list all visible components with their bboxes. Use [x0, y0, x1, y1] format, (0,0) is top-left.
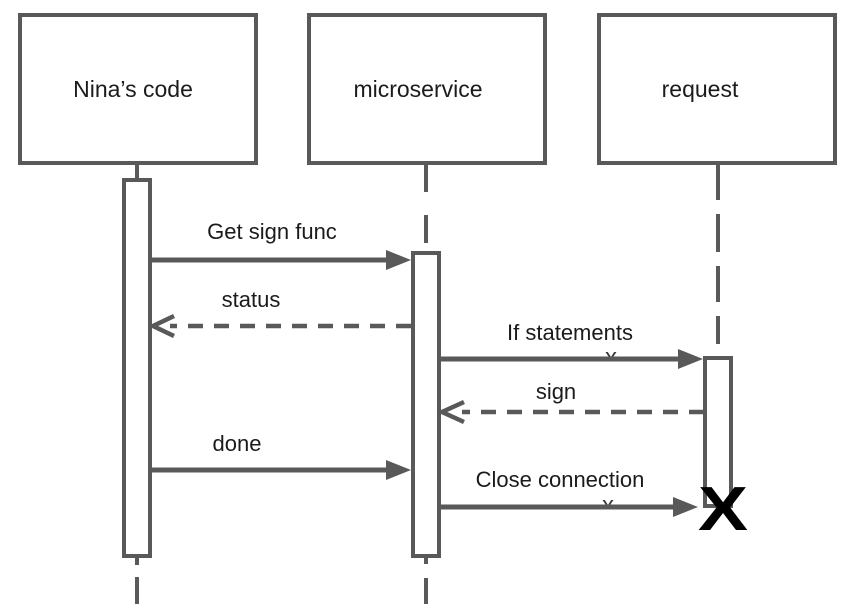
- message-close-connection: Close connection x: [441, 467, 698, 519]
- message-status: status: [147, 287, 411, 339]
- message-sign: sign: [436, 379, 704, 425]
- message-get-sign-func: Get sign func: [152, 219, 411, 270]
- message-if-statements: If statements x: [441, 320, 703, 371]
- arrowhead-close-connection: [673, 497, 698, 517]
- destroy-x-marker: X: [698, 475, 748, 544]
- message-done: done: [152, 431, 411, 480]
- arrowhead-get-sign-func: [386, 250, 411, 270]
- arrowhead-if-statements: [678, 349, 703, 369]
- message-label-done: done: [213, 431, 262, 456]
- arrowhead-status: [147, 313, 175, 339]
- message-label-status: status: [222, 287, 281, 312]
- arrowhead-done: [386, 460, 411, 480]
- arrowhead-sign: [436, 399, 465, 425]
- message-label-close-connection: Close connection: [476, 467, 645, 492]
- actor-ninas-code: Nina’s code: [18, 13, 258, 165]
- message-label-sign: sign: [536, 379, 576, 404]
- actor-label-request: request: [662, 76, 739, 102]
- clipped-x-mark-close-connection: x: [602, 492, 614, 519]
- activation-ninas-code: [122, 178, 152, 558]
- actor-request: request: [597, 13, 837, 165]
- actor-box-ninas-code: [18, 13, 258, 165]
- actor-box-microservice: [307, 13, 547, 165]
- actor-label-ninas-code: Nina’s code: [73, 76, 193, 102]
- actor-box-request: [597, 13, 837, 165]
- message-label-get-sign-func: Get sign func: [207, 219, 337, 244]
- activation-microservice: [411, 251, 441, 558]
- message-label-if-statements: If statements: [507, 320, 633, 345]
- activation-request: [703, 356, 733, 508]
- actor-label-microservice: microservice: [353, 76, 482, 102]
- actor-microservice: microservice: [307, 13, 547, 165]
- clipped-x-mark-if-statements: x: [605, 344, 617, 371]
